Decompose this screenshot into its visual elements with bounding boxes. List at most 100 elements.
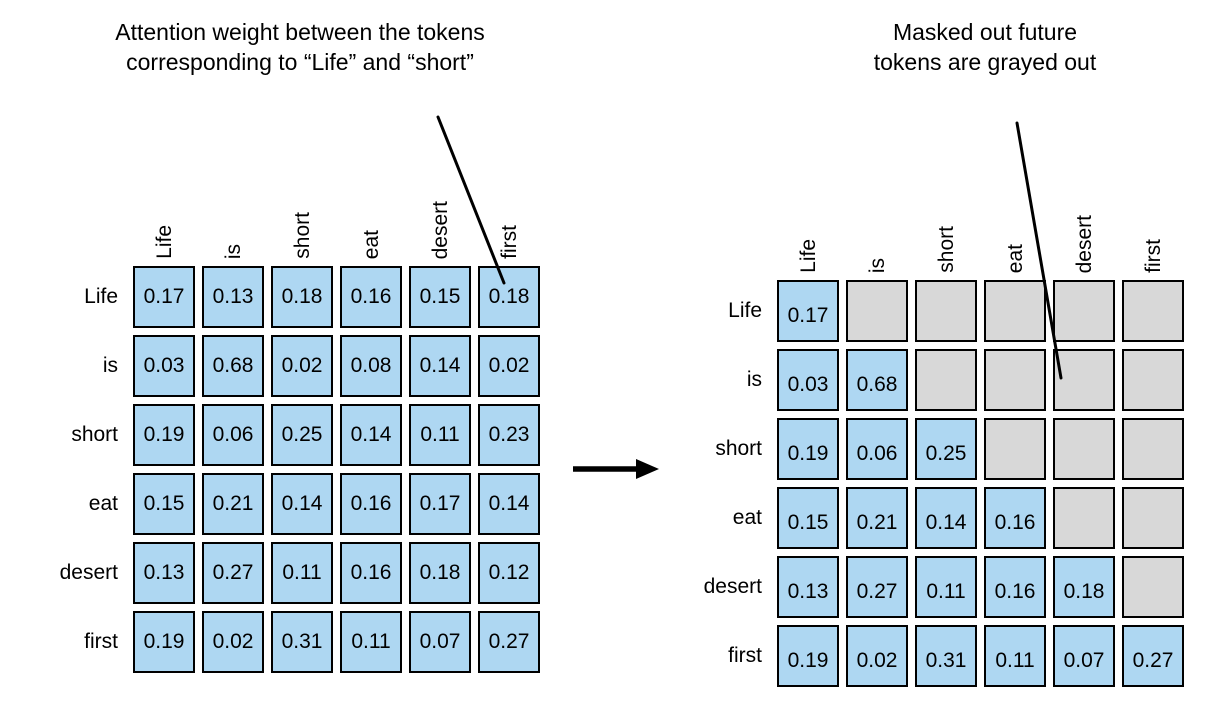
attention-cell-desert-eat: 0.16 [984, 556, 1046, 618]
col-label-desert: desert [1072, 214, 1096, 273]
attention-cell-desert-is: 0.27 [202, 542, 264, 604]
attention-cell-desert-first: 0.12 [478, 542, 540, 604]
attention-cell-first-eat: 0.11 [984, 625, 1046, 687]
attention-cell-first-Life: 0.19 [133, 611, 195, 673]
masked-cell-short-eat [984, 418, 1046, 480]
attention-cell-short-is: 0.06 [202, 404, 264, 466]
left-matrix-row-labels: Life is short eat desert first [13, 266, 118, 673]
masked-cell-Life-first [1122, 280, 1184, 342]
attention-cell-desert-Life: 0.13 [777, 556, 839, 618]
col-label-short: short [290, 212, 314, 259]
right-caption-line2: tokens are grayed out [873, 49, 1097, 75]
left-caption: Attention weight between the tokens corr… [85, 17, 515, 77]
attention-cell-first-is: 0.02 [202, 611, 264, 673]
attention-cell-desert-desert: 0.18 [1053, 556, 1115, 618]
attention-cell-Life-Life: 0.17 [133, 266, 195, 328]
arrow-right-icon [573, 459, 659, 479]
col-label-desert: desert [428, 200, 452, 259]
row-label-Life: Life [84, 285, 118, 308]
masked-cell-eat-desert [1053, 487, 1115, 549]
attention-cell-first-is: 0.02 [846, 625, 908, 687]
row-label-first: first [84, 630, 118, 653]
right-caption-line1: Masked out future [892, 19, 1078, 45]
masked-cell-Life-desert [1053, 280, 1115, 342]
attention-cell-eat-short: 0.14 [915, 487, 977, 549]
attention-cell-first-short: 0.31 [915, 625, 977, 687]
col-label-is: is [221, 243, 245, 259]
attention-cell-short-is: 0.06 [846, 418, 908, 480]
attention-cell-desert-eat: 0.16 [340, 542, 402, 604]
attention-cell-is-short: 0.02 [271, 335, 333, 397]
attention-cell-first-short: 0.31 [271, 611, 333, 673]
attention-cell-is-Life: 0.03 [777, 349, 839, 411]
row-label-eat: eat [732, 506, 762, 529]
col-label-eat: eat [1003, 243, 1027, 273]
attention-cell-first-desert: 0.07 [1053, 625, 1115, 687]
attention-cell-short-desert: 0.11 [409, 404, 471, 466]
masked-cell-Life-short [915, 280, 977, 342]
masked-cell-is-first [1122, 349, 1184, 411]
attention-cell-first-Life: 0.19 [777, 625, 839, 687]
row-label-is: is [102, 354, 118, 377]
attention-cell-is-desert: 0.14 [409, 335, 471, 397]
attention-cell-first-eat: 0.11 [340, 611, 402, 673]
attention-cell-eat-desert: 0.17 [409, 473, 471, 535]
col-label-first: first [1141, 239, 1165, 273]
row-label-first: first [728, 644, 762, 667]
attention-cell-eat-Life: 0.15 [777, 487, 839, 549]
attention-cell-is-is: 0.68 [202, 335, 264, 397]
row-label-desert: desert [703, 575, 762, 598]
attention-cell-Life-first: 0.18 [478, 266, 540, 328]
attention-cell-Life-Life: 0.17 [777, 280, 839, 342]
row-label-Life: Life [728, 299, 762, 322]
col-label-eat: eat [359, 229, 383, 259]
masked-cell-short-desert [1053, 418, 1115, 480]
attention-cell-desert-short: 0.11 [271, 542, 333, 604]
attention-cell-first-desert: 0.07 [409, 611, 471, 673]
masked-cell-eat-first [1122, 487, 1184, 549]
attention-cell-desert-desert: 0.18 [409, 542, 471, 604]
masked-cell-Life-is [846, 280, 908, 342]
attention-cell-eat-is: 0.21 [202, 473, 264, 535]
row-label-eat: eat [88, 492, 118, 515]
masked-cell-is-eat [984, 349, 1046, 411]
row-label-desert: desert [59, 561, 118, 584]
attention-cell-first-first: 0.27 [478, 611, 540, 673]
attention-cell-is-first: 0.02 [478, 335, 540, 397]
left-caption-line2: corresponding to “Life” and “short” [126, 49, 474, 75]
attention-cell-eat-eat: 0.16 [984, 487, 1046, 549]
left-matrix-col-labels: Life is short eat desert first [133, 181, 540, 259]
attention-cell-eat-is: 0.21 [846, 487, 908, 549]
right-caption: Masked out future tokens are grayed out [830, 17, 1140, 77]
attention-cell-eat-first: 0.14 [478, 473, 540, 535]
attention-cell-eat-eat: 0.16 [340, 473, 402, 535]
attention-cell-is-is: 0.68 [846, 349, 908, 411]
attention-cell-eat-Life: 0.15 [133, 473, 195, 535]
row-label-short: short [715, 437, 762, 460]
attention-cell-Life-eat: 0.16 [340, 266, 402, 328]
attention-cell-desert-Life: 0.13 [133, 542, 195, 604]
attention-cell-eat-short: 0.14 [271, 473, 333, 535]
col-label-Life: Life [796, 239, 820, 273]
masked-cell-short-first [1122, 418, 1184, 480]
masked-cell-Life-eat [984, 280, 1046, 342]
attention-cell-short-short: 0.25 [915, 418, 977, 480]
col-label-Life: Life [152, 225, 176, 259]
col-label-first: first [497, 225, 521, 259]
attention-cell-short-short: 0.25 [271, 404, 333, 466]
col-label-short: short [934, 226, 958, 273]
masked-cell-desert-first [1122, 556, 1184, 618]
attention-cell-first-first: 0.27 [1122, 625, 1184, 687]
attention-cell-is-Life: 0.03 [133, 335, 195, 397]
attention-cell-short-Life: 0.19 [777, 418, 839, 480]
attention-cell-short-Life: 0.19 [133, 404, 195, 466]
row-label-short: short [71, 423, 118, 446]
attention-cell-short-eat: 0.14 [340, 404, 402, 466]
masked-cell-is-short [915, 349, 977, 411]
attention-cell-desert-is: 0.27 [846, 556, 908, 618]
